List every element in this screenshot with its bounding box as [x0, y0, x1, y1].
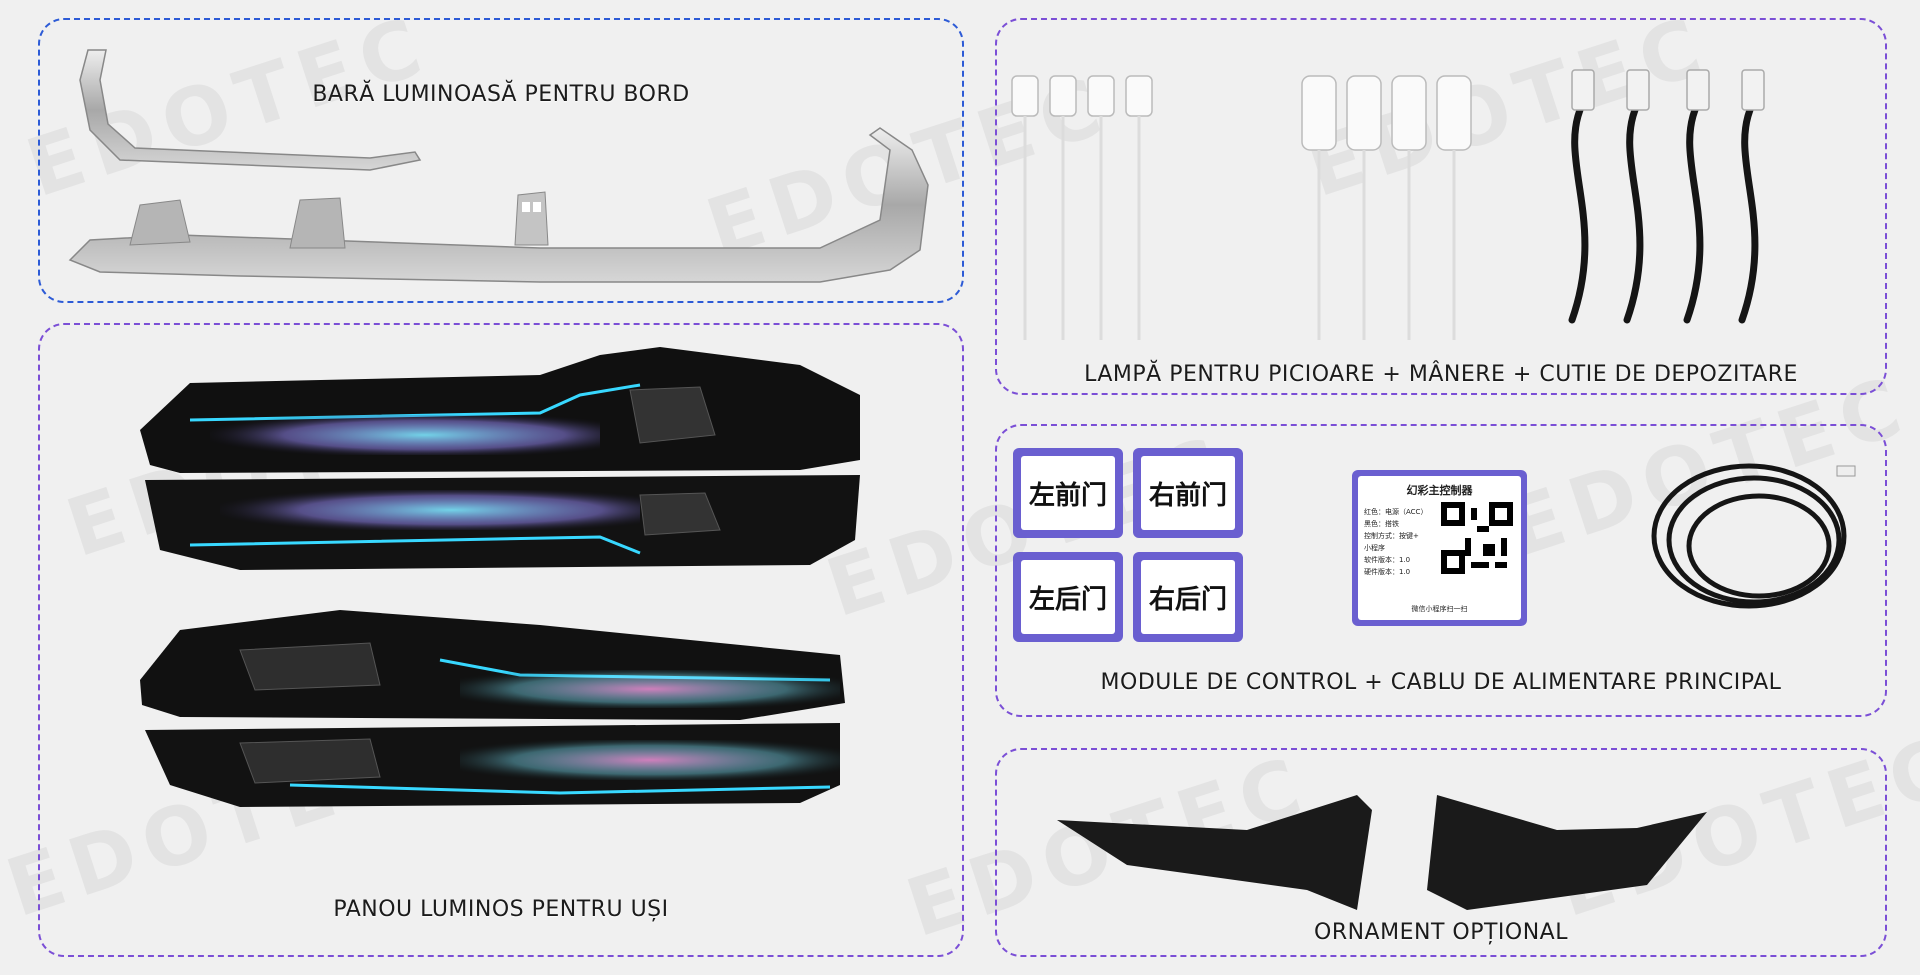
module-label-text: 左后门 [1021, 560, 1115, 634]
controller-spec-line: 硬件版本：1.0 [1364, 568, 1411, 576]
module-label-text: 右前门 [1141, 456, 1235, 530]
module-label-front-right: 右前门 [1133, 448, 1243, 538]
module-label-rear-left: 左后门 [1013, 552, 1123, 642]
panel-label-trim: ORNAMENT OPȚIONAL [1314, 920, 1568, 945]
controller-specs: 红色：电源（ACC） 黑色：搭铁 控制方式：按键+ 小程序 软件版本：1.0 硬… [1364, 506, 1427, 578]
main-power-cable-image [1651, 463, 1856, 609]
panel-label-modules: MODULE DE CONTROL + CABLU DE ALIMENTARE … [1100, 670, 1782, 695]
controller-spec-line: 红色：电源（ACC） [1364, 508, 1428, 516]
panel-optional-trim: ORNAMENT OPȚIONAL [995, 748, 1887, 957]
controller-spec-line: 软件版本：1.0 [1364, 556, 1411, 564]
module-label-text: 左前门 [1021, 456, 1115, 530]
optional-trim-image [1057, 795, 1707, 910]
panel-control-modules: 左前门 右前门 左后门 右后门 MODULE DE CONTROL + CABL… [995, 424, 1887, 717]
module-label-text: 右后门 [1141, 560, 1235, 634]
controller-spec-line: 黑色：搭铁 [1364, 520, 1399, 528]
controller-spec-line: 控制方式：按键+ [1364, 532, 1419, 540]
controller-spec-line: 小程序 [1364, 544, 1385, 552]
controller-footer: 微信小程序扫一扫 [1411, 605, 1468, 613]
module-label-front-left: 左前门 [1013, 448, 1123, 538]
panel-door-light-panels: PANOU LUMINOS PENTRU UȘI [38, 323, 964, 957]
qr-code-icon [1441, 502, 1513, 574]
module-label-rear-right: 右后门 [1133, 552, 1243, 642]
footwell-lamps-image [1011, 69, 1765, 340]
main-controller-box: 幻彩主控制器 红色：电源（ACC） 黑色：搭铁 控制方式：按键+ 小程序 软件版… [1352, 470, 1527, 626]
panel-footwell-lamps: LAMPĂ PENTRU PICIOARE + MÂNERE + CUTIE D… [995, 18, 1887, 395]
controller-title: 幻彩主控制器 [1406, 484, 1473, 497]
panel-dashboard-light-bar: BARĂ LUMINOASĂ PENTRU BORD [38, 18, 964, 303]
panel-label-footwell: LAMPĂ PENTRU PICIOARE + MÂNERE + CUTIE D… [1084, 362, 1798, 387]
panel-label-dashboard: BARĂ LUMINOASĂ PENTRU BORD [312, 82, 690, 107]
dashboard-light-bar-image [68, 49, 929, 283]
panel-label-door: PANOU LUMINOS PENTRU UȘI [333, 897, 669, 922]
controller-sticker: 幻彩主控制器 红色：电源（ACC） 黑色：搭铁 控制方式：按键+ 小程序 软件版… [1358, 476, 1521, 620]
door-light-panels-image [140, 347, 860, 807]
